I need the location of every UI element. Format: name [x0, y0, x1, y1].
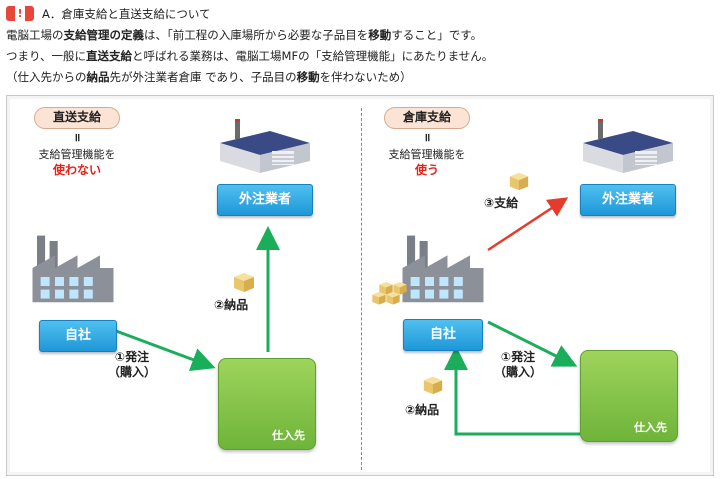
header-line-4: （仕入先からの納品先が外注業者倉庫 であり、子品目の移動を伴わないため） [6, 67, 716, 88]
text-span: つまり、一般に [6, 49, 87, 63]
warning-icon: ! [6, 6, 34, 21]
stock-box-icon [386, 292, 400, 305]
order-arrow-left [99, 323, 216, 371]
parts-box-icon [234, 273, 254, 292]
supply-arrow-right [487, 197, 569, 252]
supplier-label: 仕入先 [272, 429, 305, 442]
equals-mark: ॥ [73, 131, 81, 144]
order-arrow-right [487, 320, 578, 367]
section-title: A．倉庫支給と直送支給について [42, 7, 211, 21]
header: ! A．倉庫支給と直送支給について 電脳工場の支給管理の定義は、「前工程の入庫場所… [6, 4, 716, 88]
text-span: と呼ばれる業務は、電脳工場MFの「支給管理機能」にあたりません。 [132, 49, 494, 63]
order-text: ①発注 [500, 350, 536, 364]
delivery-label: ②納品 [405, 403, 440, 417]
delivery-label: ②納品 [214, 298, 249, 312]
delivery-arrow-right [444, 346, 580, 436]
text-bold: 支給管理の定義 [63, 28, 145, 42]
text-span: 先が外注業者倉庫 であり、子品目の [109, 70, 297, 84]
delivery-box-icon [423, 376, 443, 395]
order-text: ①発注 [114, 350, 150, 364]
function-note: 支給管理機能を [388, 148, 466, 161]
text-span: は、「前工程の入庫場所から必要な子品目を [144, 28, 369, 42]
self-company-box: 自社 [403, 319, 483, 351]
header-line-3: つまり、一般に直送支給と呼ばれる業務は、電脳工場MFの「支給管理機能」にあたりま… [6, 46, 716, 67]
supplier-box: 仕入先 [218, 358, 316, 450]
used-label: 使う [414, 163, 439, 177]
purchase-text: （購入） [493, 365, 542, 379]
text-bold: 移動 [296, 70, 320, 84]
order-label: ①発注 （購入） [486, 350, 550, 380]
text-span: を伴わないため） [319, 70, 412, 84]
purchase-text: （購入） [107, 365, 156, 379]
vendor-box: 外注業者 [580, 184, 676, 216]
direct-supply-pill: 直送支給 [34, 107, 120, 129]
text-bold: 直送支給 [86, 49, 133, 63]
stock-box-icon [372, 292, 386, 305]
supply-box-icon [509, 172, 529, 191]
stock-box-icon [379, 282, 393, 295]
vendor-warehouse-icon [582, 118, 674, 174]
header-line-2: 電脳工場の支給管理の定義は、「前工程の入庫場所から必要な子品目を移動すること」で… [6, 25, 716, 46]
vendor-warehouse-icon [219, 118, 311, 174]
stock-box-icon [393, 282, 407, 295]
text-bold: 移動 [368, 28, 392, 42]
supplier-box: 仕入先 [580, 350, 678, 442]
supply-label: ③支給 [484, 196, 519, 210]
function-note: 支給管理機能を [38, 148, 116, 161]
text-span: すること」です。 [391, 28, 483, 42]
order-label: ①発注 （購入） [100, 350, 164, 380]
factory-icon [32, 235, 114, 303]
text-span: 電脳工場の [6, 28, 64, 42]
supplier-label: 仕入先 [634, 421, 667, 434]
factory-icon [402, 235, 484, 303]
not-used-label: 使わない [52, 163, 101, 177]
self-company-box: 自社 [39, 320, 117, 352]
text-bold: 納品 [86, 70, 110, 84]
panel-divider [361, 108, 362, 470]
header-line-1: ! A．倉庫支給と直送支給について [6, 4, 716, 25]
text-span: （仕入先からの [6, 70, 87, 84]
equals-mark: ॥ [423, 131, 431, 144]
vendor-box: 外注業者 [217, 184, 313, 216]
warehouse-supply-pill: 倉庫支給 [384, 107, 470, 129]
